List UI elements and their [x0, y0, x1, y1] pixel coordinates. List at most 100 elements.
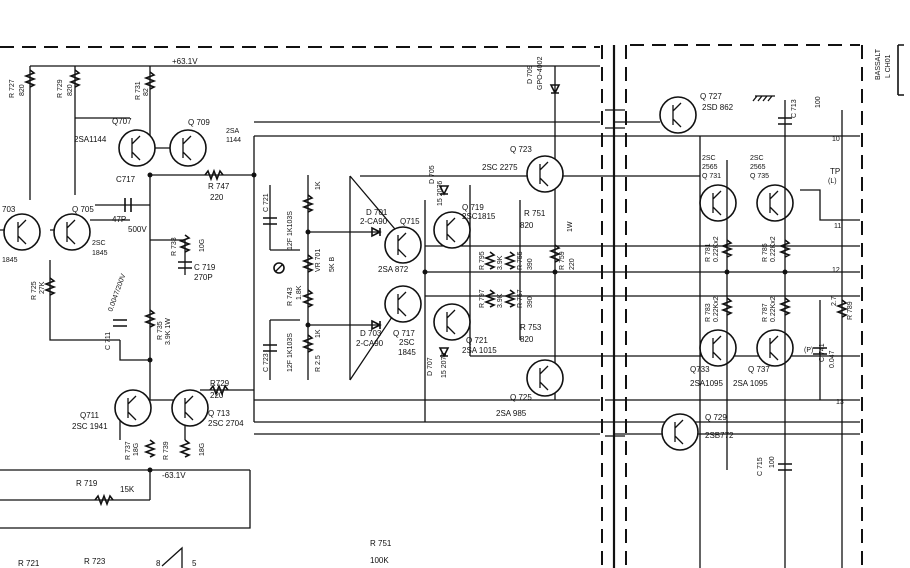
- q733-symbol: [712, 335, 722, 361]
- r787-value: 0.22Kx2: [770, 296, 777, 322]
- r729b-value: 220: [210, 391, 224, 400]
- r731-label: R 731: [135, 81, 142, 100]
- q721-type: 2SA 1015: [462, 346, 497, 355]
- q707-symbol: [131, 135, 141, 161]
- r757-value: 390: [527, 296, 534, 308]
- r743-value: 1.8K: [296, 285, 303, 300]
- r751-value: 820: [520, 221, 534, 230]
- q727-transistor: [659, 96, 697, 134]
- q727-label: Q 727: [700, 92, 722, 101]
- q719-symbol: [446, 217, 456, 243]
- ic-pin-outline: [161, 546, 183, 568]
- r733-value: 10G: [199, 239, 206, 252]
- r789-resistor: [835, 299, 849, 318]
- c721-capacitor: [263, 217, 277, 225]
- r781-resistor: [720, 239, 734, 258]
- r755-label: R 755: [517, 251, 524, 270]
- q731-label: Q 731: [702, 173, 721, 180]
- tp-wire: [800, 189, 860, 221]
- tp-label: TP: [830, 167, 840, 176]
- r725-value: 27K: [39, 281, 46, 294]
- q725-symbol: [539, 365, 549, 391]
- r789-label: R 789: [847, 301, 854, 320]
- r797-value: 3.9K: [497, 293, 504, 308]
- q717-symbol: [397, 291, 407, 317]
- q735-type-b: 2565: [750, 164, 766, 171]
- q707-label: Q707: [112, 117, 132, 126]
- q711-type: 2SC 1941: [72, 422, 108, 431]
- diag-1: [349, 175, 401, 381]
- r787-label: R 787: [762, 303, 769, 322]
- q715-symbol: [397, 232, 407, 258]
- r747-resistor: [204, 168, 224, 182]
- r755-resistor: [503, 251, 517, 270]
- q735-symbol: [769, 190, 779, 216]
- d709-type: GPO-4002: [537, 56, 544, 90]
- c713-label: C 713: [791, 99, 798, 118]
- q713-label: Q 713: [208, 409, 230, 418]
- q713-transistor: [171, 389, 209, 427]
- tp-sub-label: (L): [828, 178, 837, 185]
- d701-diode: [371, 226, 382, 238]
- c719-capacitor: [178, 261, 192, 269]
- r737-resistor: [143, 439, 157, 458]
- r747-label: R 747: [208, 182, 230, 191]
- q729-symbol: [674, 419, 684, 445]
- r725-label: R 725: [31, 281, 38, 300]
- vertical-wire-mid-3: [119, 340, 150, 361]
- d703-label: D 703: [360, 329, 382, 338]
- r725-resistor: [43, 277, 57, 296]
- c741-value: 0.047: [829, 350, 836, 368]
- r727-value: 820: [19, 84, 26, 96]
- q715-type: 2SA 872: [378, 265, 409, 274]
- pin5-label: 5: [192, 559, 197, 568]
- c715-capacitor: [778, 463, 792, 471]
- q703-transistor: [3, 213, 41, 251]
- junction-dot: [147, 467, 153, 473]
- q711-label: Q711: [80, 411, 100, 420]
- d701-label: D 701: [366, 208, 388, 217]
- r739-value: 18G: [199, 443, 206, 456]
- q735-type-a: 2SC: [750, 155, 764, 162]
- r745-bot-resistor: [301, 334, 315, 353]
- c741-label: C 741: [819, 343, 826, 362]
- vr701-value: 5K B: [329, 256, 336, 272]
- r719-resistor: [94, 493, 114, 507]
- r789-value: 2.7: [831, 296, 838, 306]
- q713-symbol: [184, 395, 194, 421]
- r735-label: R 735: [157, 321, 164, 340]
- q717-type2: 1845: [398, 348, 416, 357]
- vr701-label: VR 701: [315, 249, 322, 272]
- q703-type: 1845: [2, 257, 18, 264]
- r735-resistor: [143, 309, 157, 328]
- q715-transistor: [384, 226, 422, 264]
- r781-value: 0.22Kx2: [713, 236, 720, 262]
- c723-value: 12F 1K103S: [287, 333, 294, 372]
- r721-label: R 721: [18, 559, 40, 568]
- junction-dot: [552, 269, 558, 275]
- c719-value: 270P: [194, 273, 213, 282]
- q709-type-b: 1144: [226, 137, 241, 144]
- horizontal-wire-r725: [49, 260, 120, 341]
- d709-diode: [549, 84, 561, 95]
- c-500v-label: 500V: [128, 225, 147, 234]
- q715-label: Q715: [400, 217, 420, 226]
- r785-value: 0.22Kx2: [770, 236, 777, 262]
- q729-transistor: [661, 413, 699, 451]
- r783-value: 0.22Kx2: [713, 296, 720, 322]
- c-0047-label: 0.0047/200V: [107, 273, 127, 313]
- q711-transistor: [114, 389, 152, 427]
- vr701-resistor: [301, 254, 315, 273]
- d705-diode: [438, 185, 450, 196]
- r757-label: R 757: [517, 289, 524, 308]
- r745-bot-label: 1K: [315, 329, 322, 338]
- junction-dot: [147, 357, 153, 363]
- r753-value: 820: [520, 335, 534, 344]
- c-47p-label: 47P: [112, 215, 126, 224]
- r747-value: 220: [210, 193, 224, 202]
- r719-value: 15K: [120, 485, 135, 494]
- ground-symbol: [752, 95, 775, 102]
- q725-transistor: [526, 359, 564, 397]
- q709-symbol: [182, 135, 192, 161]
- r739-resistor: [178, 439, 192, 458]
